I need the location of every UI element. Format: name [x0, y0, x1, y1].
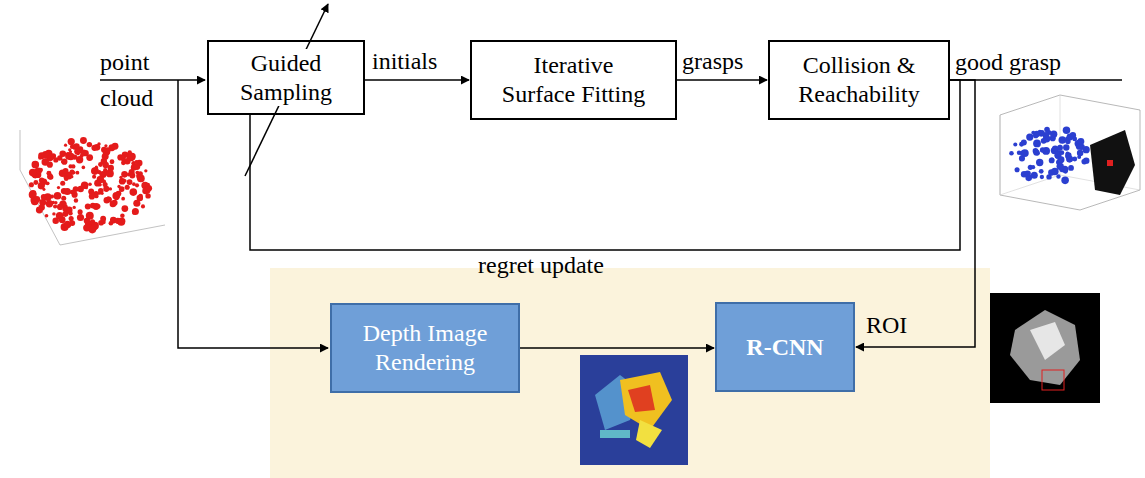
connector [677, 79, 767, 81]
module-box: Depth Image Rendering [330, 303, 520, 393]
output-line [950, 79, 1122, 81]
depth-image [580, 355, 688, 465]
grasp-plot-image [1000, 95, 1140, 210]
process-box: Collision & Reachability [768, 40, 950, 120]
node-label: Depth Image Rendering [340, 319, 510, 377]
edge-label: grasps [682, 48, 743, 75]
input-branch-arrow [178, 80, 328, 348]
node-label: Iterative Surface Fitting [480, 51, 667, 109]
point-cloud-image [20, 130, 165, 245]
node-label: Guided Sampling [217, 49, 355, 107]
node-label: Collision & Reachability [778, 51, 940, 109]
node-label: R-CNN [746, 333, 823, 362]
input-arrow [100, 79, 205, 81]
connector [520, 347, 714, 349]
connector [856, 80, 975, 347]
process-box: Guided Sampling [207, 40, 365, 115]
edge-label: regret update [478, 252, 604, 279]
yellow-band [270, 268, 990, 478]
edge-label: initials [372, 48, 437, 75]
roi-image [990, 293, 1100, 403]
input-label: point cloud [100, 44, 172, 116]
output-label: good grasp [955, 48, 1061, 77]
connector [365, 79, 469, 81]
process-box: Iterative Surface Fitting [470, 40, 677, 120]
module-box: R-CNN [715, 302, 855, 392]
edge-label: ROI [866, 312, 907, 339]
